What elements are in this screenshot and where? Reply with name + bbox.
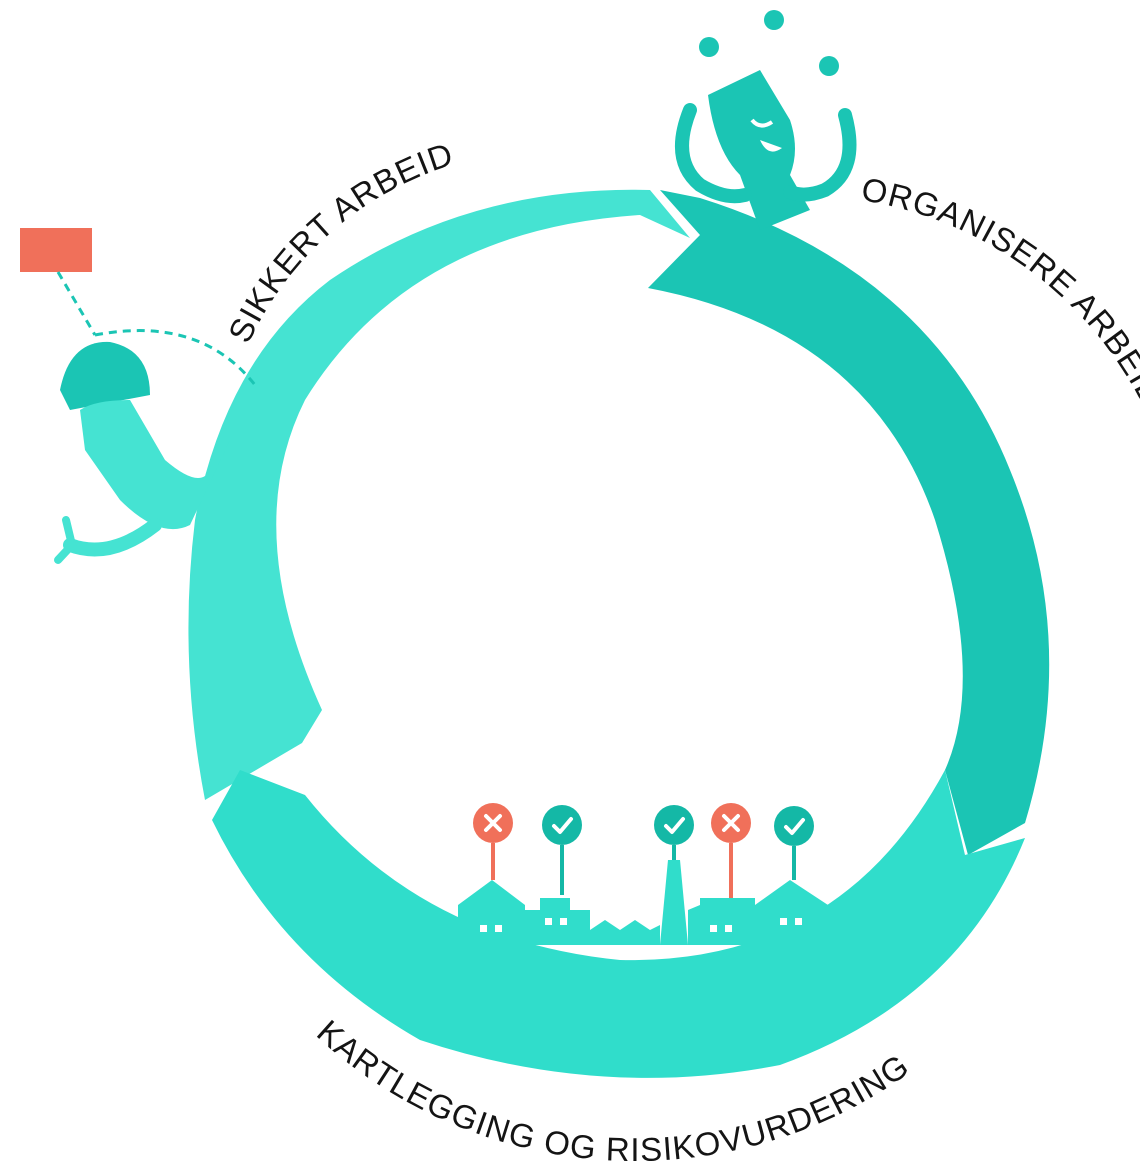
juggler-arm-right [783,108,857,202]
status-marker-check [774,806,814,880]
status-marker-cross [711,803,751,898]
worker-arm [63,518,162,557]
factory-window [710,925,717,932]
juggler-arm-left [675,103,752,204]
marker-circle [542,805,582,845]
factory-window [545,918,552,925]
factory-building [660,860,688,945]
connector-dashed-line [94,329,257,386]
factory-building [458,880,525,945]
factory-skyline [458,860,828,945]
sign-dashed-line [56,271,97,336]
factory-building [755,880,828,945]
juggling-ball [699,37,719,57]
status-marker-check [542,805,582,895]
factory-window [725,925,732,932]
factory-building [688,898,755,945]
factory-window [780,918,787,925]
check-icon [664,817,685,834]
cross-icon [722,814,740,832]
status-marker-check [654,805,694,860]
segment-kartlegging [212,770,1025,1078]
worker-figure [20,228,257,564]
worker-hand [54,516,77,564]
check-icon [784,818,805,835]
marker-circle [774,806,814,846]
segment-sikkert-arbeid [188,189,690,800]
check-icon [552,817,573,834]
segment-organisere [648,190,1050,855]
status-markers [473,803,814,898]
factory-window [560,918,567,925]
factory-window [795,918,802,925]
juggler-mouth [760,140,782,152]
factory-window [495,925,502,932]
juggling-ball [764,10,784,30]
worker-body [80,400,230,530]
marker-circle [654,805,694,845]
juggler-eye [750,118,774,128]
status-marker-cross [473,803,513,880]
juggling-ball [819,56,839,76]
juggler-figure [675,10,857,230]
factory-building [525,898,590,945]
factory-window [480,925,487,932]
sign-board [20,228,92,272]
hard-hat [60,341,150,410]
cross-icon [484,814,502,832]
factory-building [590,920,660,945]
